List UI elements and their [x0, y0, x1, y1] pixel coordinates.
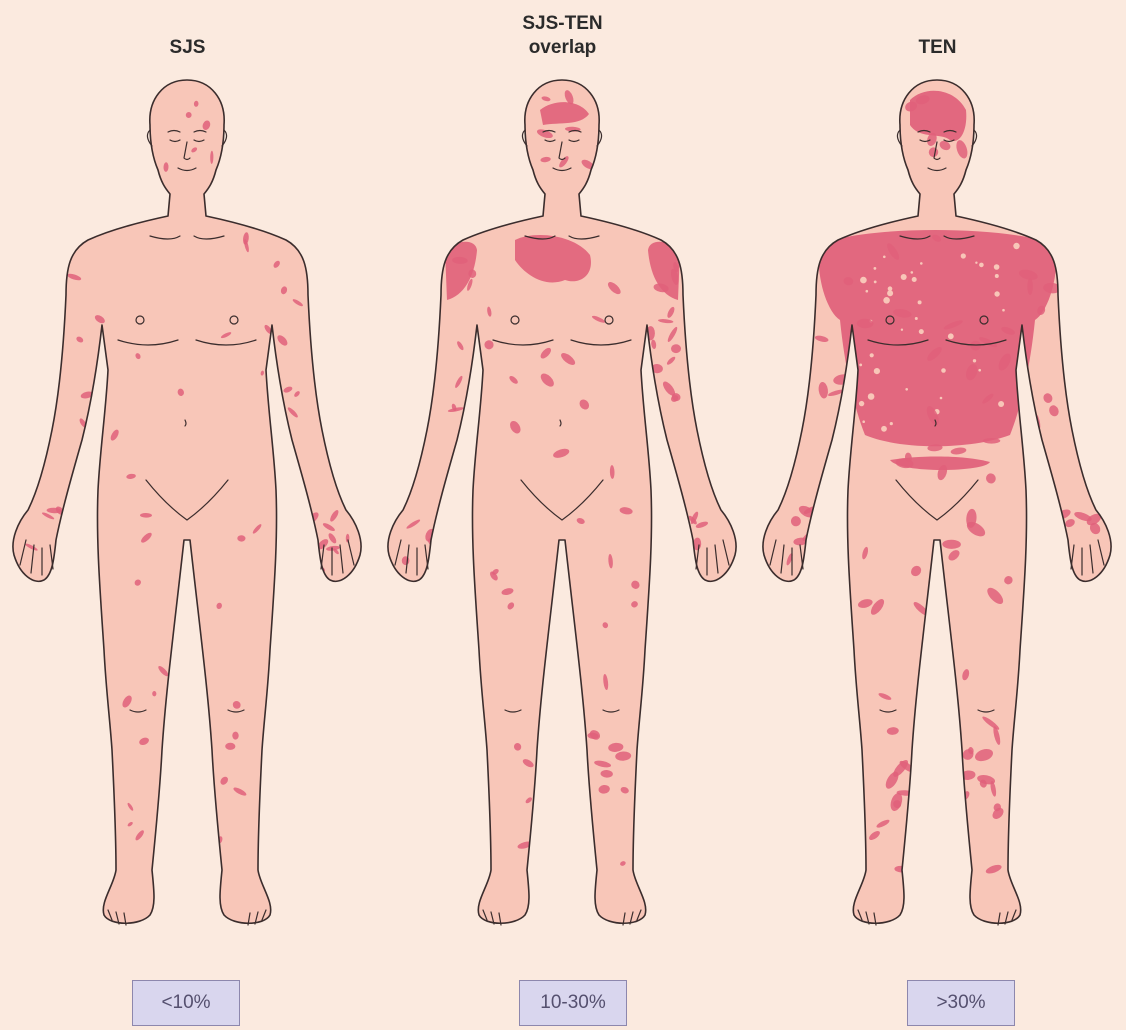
panel-title: SJS-TEN overlap: [375, 12, 750, 60]
lesion-spot: [811, 553, 828, 568]
panel-ten: TEN >30%: [750, 0, 1125, 1030]
lesion-spot: [806, 543, 823, 552]
panel-sjs-ten-overlap: SJS-TEN overlap 10-30%: [375, 0, 750, 1030]
lesion-spot: [815, 506, 825, 517]
spared-skin-dot: [901, 274, 907, 280]
title-line: SJS-TEN: [375, 12, 750, 36]
spared-skin-dot: [849, 383, 855, 389]
spared-skin-dot: [883, 297, 890, 304]
spared-skin-dot: [961, 253, 966, 258]
spared-skin-dot: [995, 274, 999, 278]
panel-sjs: SJS <10%: [0, 0, 375, 1030]
lesion-spot: [1027, 278, 1033, 295]
spared-skin-dot: [887, 290, 893, 296]
spared-skin-dot: [901, 329, 903, 331]
spared-skin-dot: [881, 426, 887, 432]
body-figure-sjs: [0, 70, 375, 970]
spared-skin-dot: [920, 262, 923, 265]
spared-skin-dot: [874, 267, 877, 270]
spared-skin-dot: [994, 291, 999, 296]
spared-skin-dot: [915, 317, 918, 320]
spared-skin-dot: [859, 401, 864, 406]
title-line: SJS: [0, 36, 375, 60]
panel-title: TEN: [750, 36, 1125, 60]
spared-skin-dot: [975, 262, 977, 264]
extent-badge: 10-30%: [519, 980, 627, 1026]
spared-skin-dot: [883, 256, 886, 259]
spared-skin-dot: [860, 277, 867, 284]
spared-skin-dot: [941, 368, 946, 373]
spared-skin-dot: [911, 271, 914, 274]
spared-skin-dot: [973, 359, 976, 362]
panel-title: SJS: [0, 36, 375, 60]
spared-skin-dot: [1021, 374, 1026, 379]
spared-skin-dot: [870, 353, 874, 357]
body-illustration: [0, 70, 375, 970]
body-figure-overlap: [375, 70, 750, 970]
extent-badge: >30%: [907, 980, 1015, 1026]
extent-badge: <10%: [132, 980, 240, 1026]
lesion-spot: [810, 538, 824, 553]
spared-skin-dot: [994, 264, 1000, 270]
lesion-spot: [983, 438, 1001, 444]
spared-skin-dot: [979, 263, 984, 268]
body-figure-ten: [750, 70, 1125, 970]
spared-skin-dot: [874, 281, 877, 284]
spared-skin-dot: [919, 329, 924, 334]
spared-skin-dot: [859, 364, 862, 367]
spared-skin-dot: [998, 401, 1004, 407]
spared-skin-dot: [948, 333, 954, 339]
spared-skin-dot: [978, 369, 981, 372]
body-illustration: [750, 70, 1125, 970]
title-line: overlap: [375, 36, 750, 60]
spared-skin-dot: [1013, 243, 1019, 249]
spared-skin-dot: [918, 300, 922, 304]
spared-skin-dot: [866, 290, 869, 293]
spared-skin-dot: [1022, 420, 1027, 425]
spared-skin-dot: [1002, 309, 1005, 312]
lesion-spot: [434, 525, 442, 541]
spared-skin-dot: [874, 368, 880, 374]
spared-skin-dot: [890, 422, 893, 425]
spared-skin-dot: [1024, 399, 1029, 404]
spared-skin-dot: [912, 277, 917, 282]
title-line: TEN: [750, 36, 1125, 60]
lesion-spot: [92, 411, 101, 420]
spared-skin-dot: [868, 393, 875, 400]
spared-skin-dot: [940, 397, 943, 400]
body-illustration: [375, 70, 750, 970]
spared-skin-dot: [905, 388, 908, 391]
spared-skin-dot: [862, 420, 865, 423]
